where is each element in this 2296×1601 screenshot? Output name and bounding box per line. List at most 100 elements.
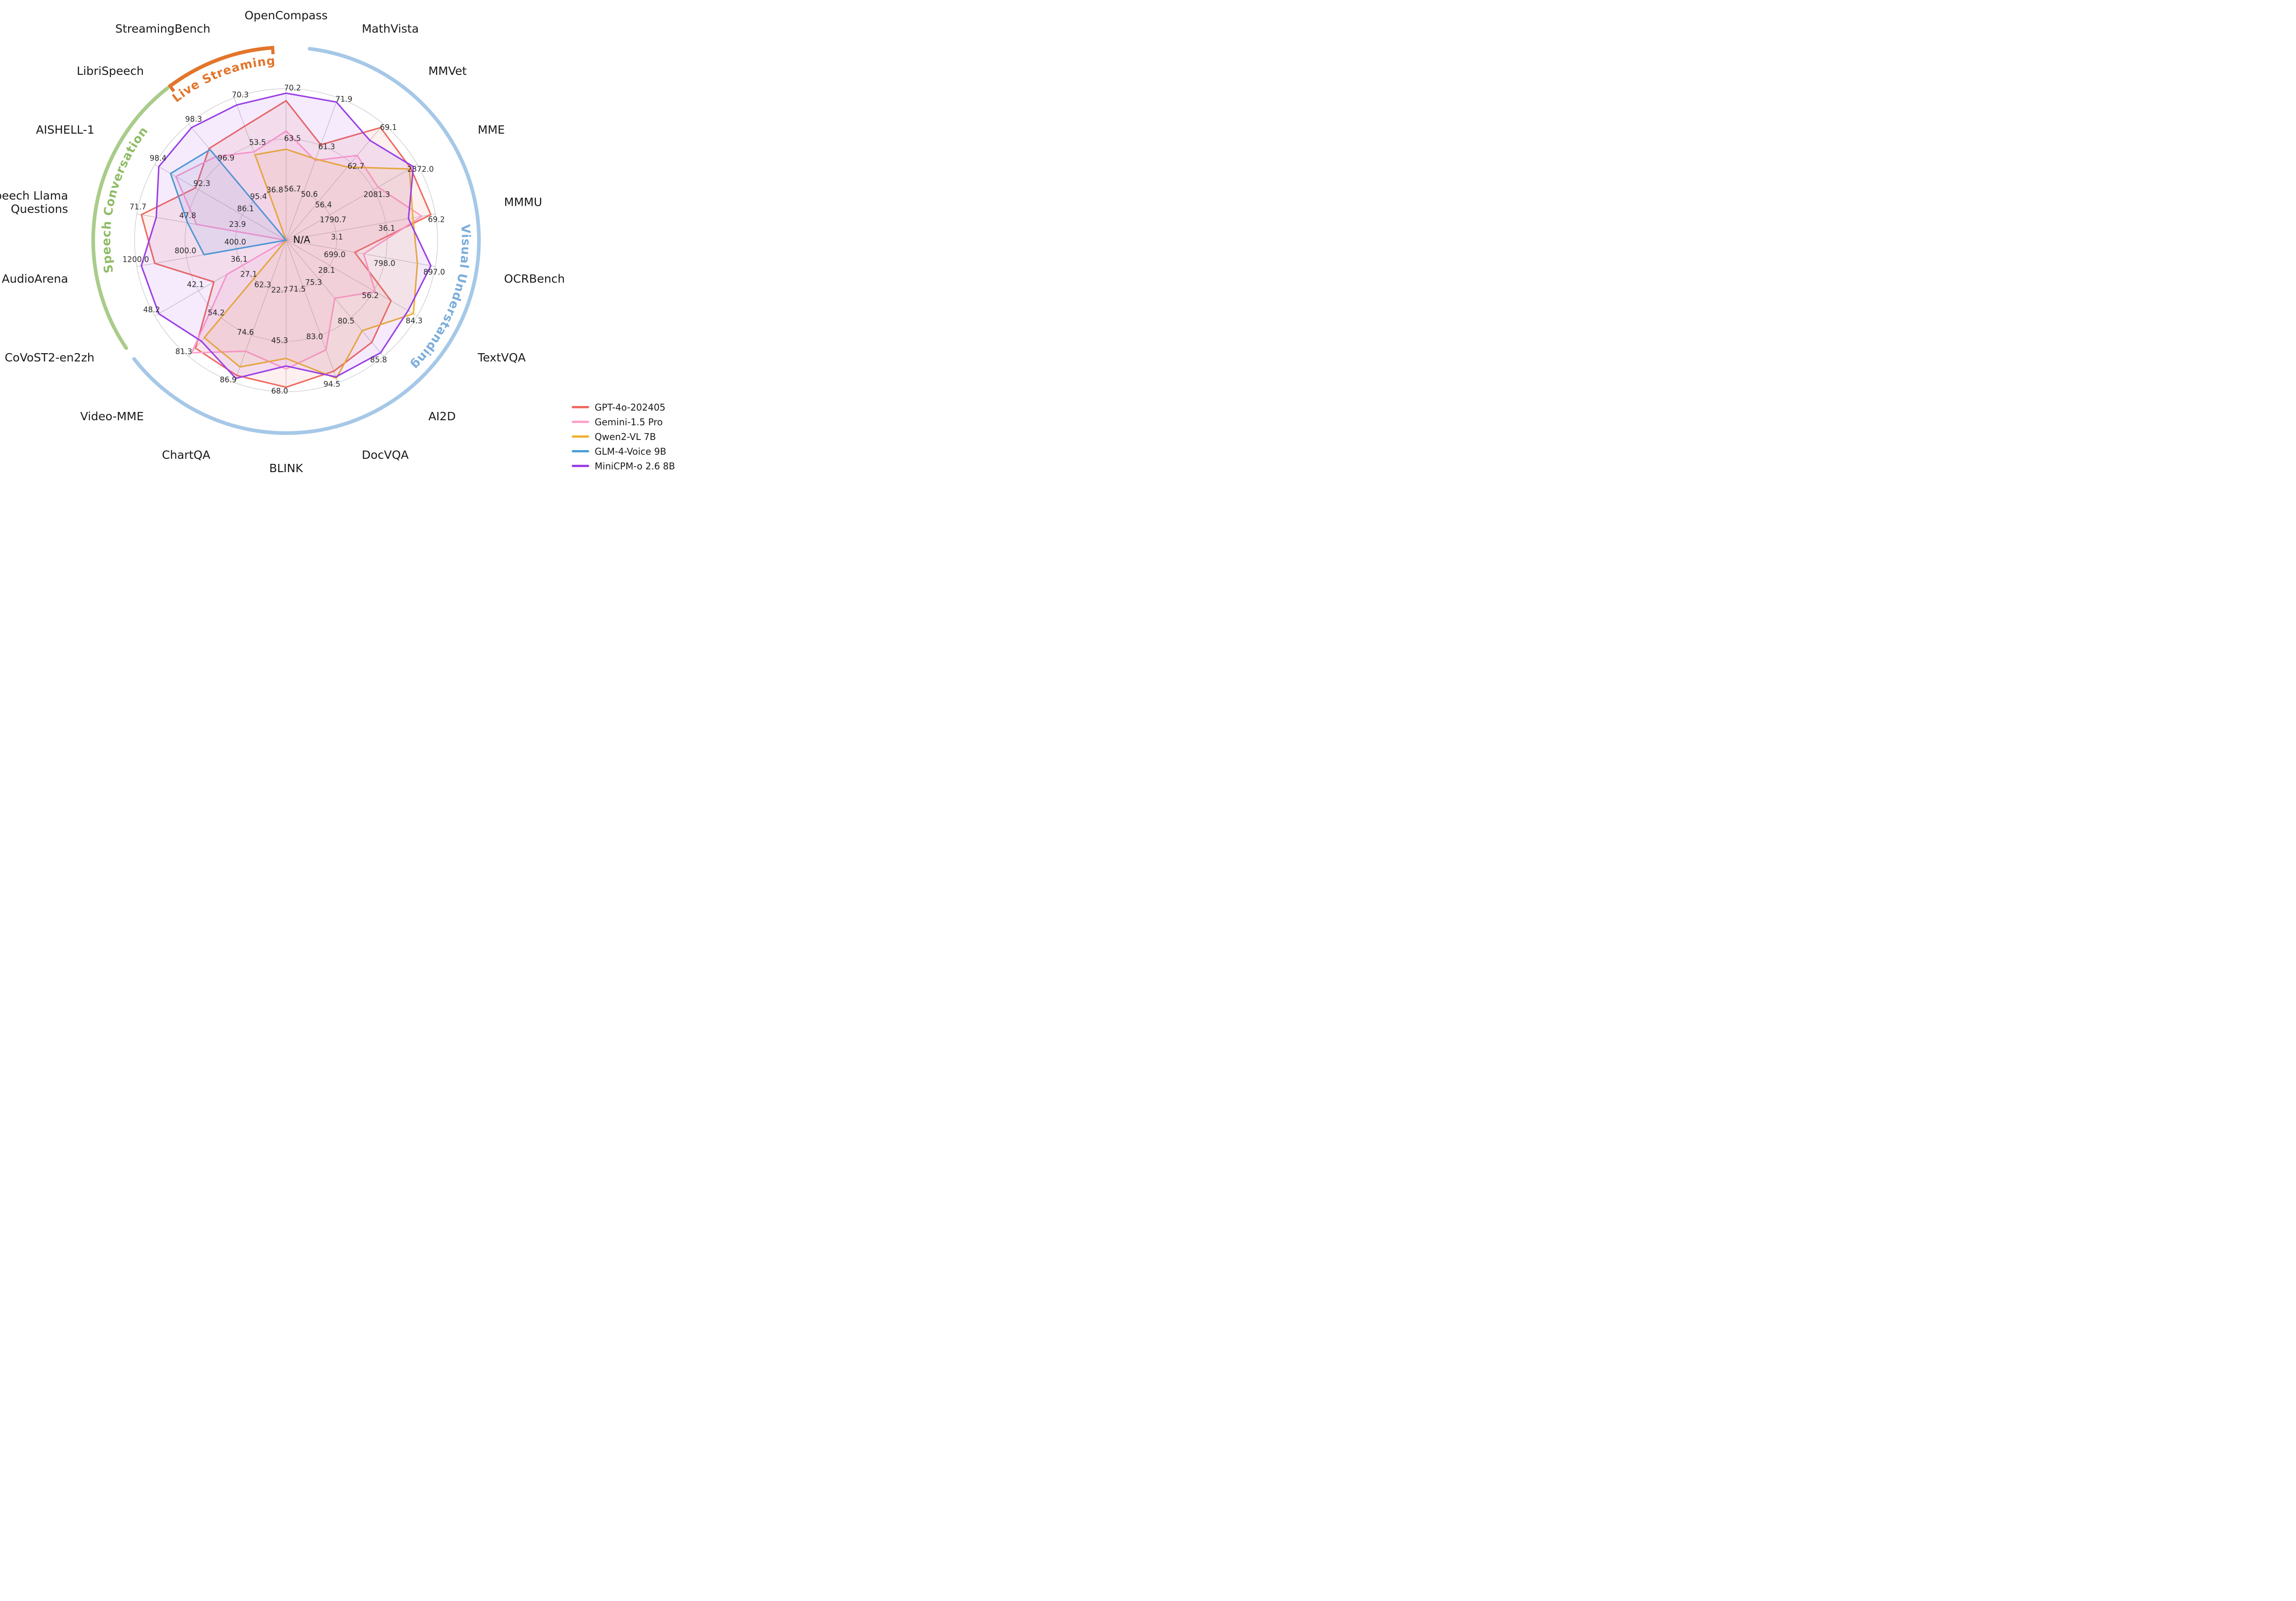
tick-label: 71.5 bbox=[289, 285, 306, 293]
tick-label: 71.9 bbox=[336, 95, 353, 104]
tick-label: 1200.0 bbox=[123, 255, 149, 264]
tick-label: 1790.7 bbox=[320, 215, 346, 224]
group-arc-live-streaming bbox=[169, 46, 273, 88]
axis-label-mmmu: MMMU bbox=[504, 195, 542, 209]
tick-label: 98.3 bbox=[185, 115, 202, 124]
legend-item: Qwen2-VL 7B bbox=[572, 431, 675, 442]
tick-label: 699.0 bbox=[324, 250, 345, 259]
tick-label: 56.4 bbox=[315, 201, 332, 209]
tick-label: 84.3 bbox=[405, 316, 422, 325]
tick-label: 28.1 bbox=[318, 266, 335, 275]
tick-label: 62.7 bbox=[348, 162, 365, 170]
series-polygon-qwen2-vl-7b bbox=[203, 148, 418, 379]
legend-item: GLM-4-Voice 9B bbox=[572, 445, 675, 457]
series-polygon-minicpm-o-2-6-8b bbox=[141, 92, 432, 379]
group-arc-bracket bbox=[270, 45, 275, 55]
tick-label: 75.3 bbox=[305, 278, 322, 287]
axis-label-librispeech: LibriSpeech bbox=[77, 64, 144, 78]
tick-label: 81.3 bbox=[175, 347, 192, 356]
tick-label: 897.0 bbox=[423, 268, 445, 276]
axis-label-opencompass: OpenCompass bbox=[244, 9, 327, 22]
tick-label: 400.0 bbox=[225, 237, 246, 246]
legend-item: Gemini-1.5 Pro bbox=[572, 416, 675, 428]
axis-label-ai2d: AI2D bbox=[428, 410, 456, 423]
tick-label: 69.1 bbox=[380, 123, 397, 132]
legend-swatch-qwen2vl bbox=[572, 435, 589, 438]
axis-label-textvqa: TextVQA bbox=[477, 351, 525, 364]
tick-label: 86.9 bbox=[220, 375, 237, 384]
group-label-live-streaming: Live Streaming bbox=[170, 54, 276, 106]
tick-label: 69.2 bbox=[428, 215, 445, 224]
tick-label: 42.1 bbox=[187, 280, 204, 289]
tick-label: 80.5 bbox=[338, 317, 355, 326]
tick-label: 45.3 bbox=[271, 336, 288, 345]
axis-ticks: 70.263.556.771.961.350.669.162.756.42372… bbox=[123, 84, 445, 395]
axis-label-mme: MME bbox=[478, 123, 505, 136]
tick-label: 85.8 bbox=[370, 355, 387, 364]
tick-label: 36.8 bbox=[266, 186, 283, 194]
grid-spoke bbox=[286, 240, 418, 316]
tick-label: 96.9 bbox=[218, 153, 235, 162]
legend-item: MiniCPM-o 2.6 8B bbox=[572, 460, 675, 472]
tick-label: 95.4 bbox=[250, 192, 267, 201]
series-polygon-gpt-4o-202405 bbox=[141, 100, 432, 388]
tick-label: 70.3 bbox=[232, 90, 249, 99]
group-arc-speech-conversation bbox=[91, 86, 169, 350]
grid-spoke bbox=[286, 240, 338, 383]
tick-label: 36.1 bbox=[231, 255, 248, 264]
tick-label: 56.7 bbox=[284, 185, 301, 193]
tick-label: 23.9 bbox=[229, 220, 246, 229]
series-polygon-gemini-1-5-pro bbox=[175, 130, 423, 370]
grid-spoke bbox=[234, 240, 287, 383]
legend-swatch-minicpm bbox=[572, 465, 589, 467]
tick-label: 47.8 bbox=[179, 211, 196, 220]
tick-label: 2081.3 bbox=[364, 190, 390, 199]
axis-label-audioarena: AudioArena bbox=[2, 272, 68, 286]
grid-spoke bbox=[286, 240, 436, 267]
group-label-speech-conversation: Speech Conversation bbox=[100, 124, 151, 274]
tick-label: 36.1 bbox=[378, 224, 395, 233]
grid-spoke bbox=[286, 214, 436, 241]
legend-label: GLM-4-Voice 9B bbox=[595, 445, 666, 457]
tick-label: 798.0 bbox=[374, 259, 395, 268]
tick-label: 68.0 bbox=[271, 387, 288, 395]
tick-label: 74.6 bbox=[237, 328, 254, 337]
axis-label-mathvista: MathVista bbox=[362, 22, 419, 35]
group-arc-visual-understanding bbox=[132, 47, 481, 435]
tick-label: 92.3 bbox=[193, 179, 210, 188]
tick-label: 56.2 bbox=[362, 291, 379, 300]
legend-swatch-gpt4o bbox=[572, 406, 589, 408]
legend-label: Gemini-1.5 Pro bbox=[595, 416, 663, 428]
tick-label: 62.3 bbox=[254, 281, 271, 289]
tick-label: 94.5 bbox=[323, 380, 340, 389]
axis-label-chartqa: ChartQA bbox=[162, 448, 210, 462]
legend-label: Qwen2-VL 7B bbox=[595, 431, 656, 442]
grid-spoke bbox=[286, 97, 338, 241]
tick-label: 70.2 bbox=[284, 84, 301, 92]
axis-label-docvqa: DocVQA bbox=[362, 448, 409, 462]
legend-label: MiniCPM-o 2.6 8B bbox=[595, 460, 675, 472]
tick-label: 27.1 bbox=[240, 270, 257, 278]
tick-label: 63.5 bbox=[284, 134, 301, 143]
tick-label: 71.7 bbox=[129, 203, 146, 211]
grid-spoke bbox=[286, 164, 418, 241]
axis-label-blink: BLINK bbox=[269, 462, 303, 475]
legend-item: GPT-4o-202405 bbox=[572, 401, 675, 413]
tick-label: 86.1 bbox=[237, 204, 254, 213]
series-polygon-glm-4-voice-9b bbox=[169, 149, 287, 256]
legend-swatch-gemini bbox=[572, 421, 589, 423]
grid-spoke bbox=[286, 124, 384, 241]
axis-label-video-mme: Video-MME bbox=[80, 410, 144, 423]
center-na-label: N/A bbox=[293, 234, 310, 245]
axis-label-aishell-1: AISHELL-1 bbox=[36, 123, 94, 136]
tick-label: 53.5 bbox=[249, 138, 266, 147]
legend-label: GPT-4o-202405 bbox=[595, 401, 666, 413]
tick-label: 54.2 bbox=[208, 309, 225, 317]
legend-swatch-glm4voice bbox=[572, 450, 589, 452]
axis-label-ocrbench: OCRBench bbox=[504, 272, 565, 286]
tick-label: 22.7 bbox=[271, 286, 288, 294]
tick-label: 2372.0 bbox=[407, 165, 434, 174]
tick-label: 61.3 bbox=[318, 142, 335, 151]
